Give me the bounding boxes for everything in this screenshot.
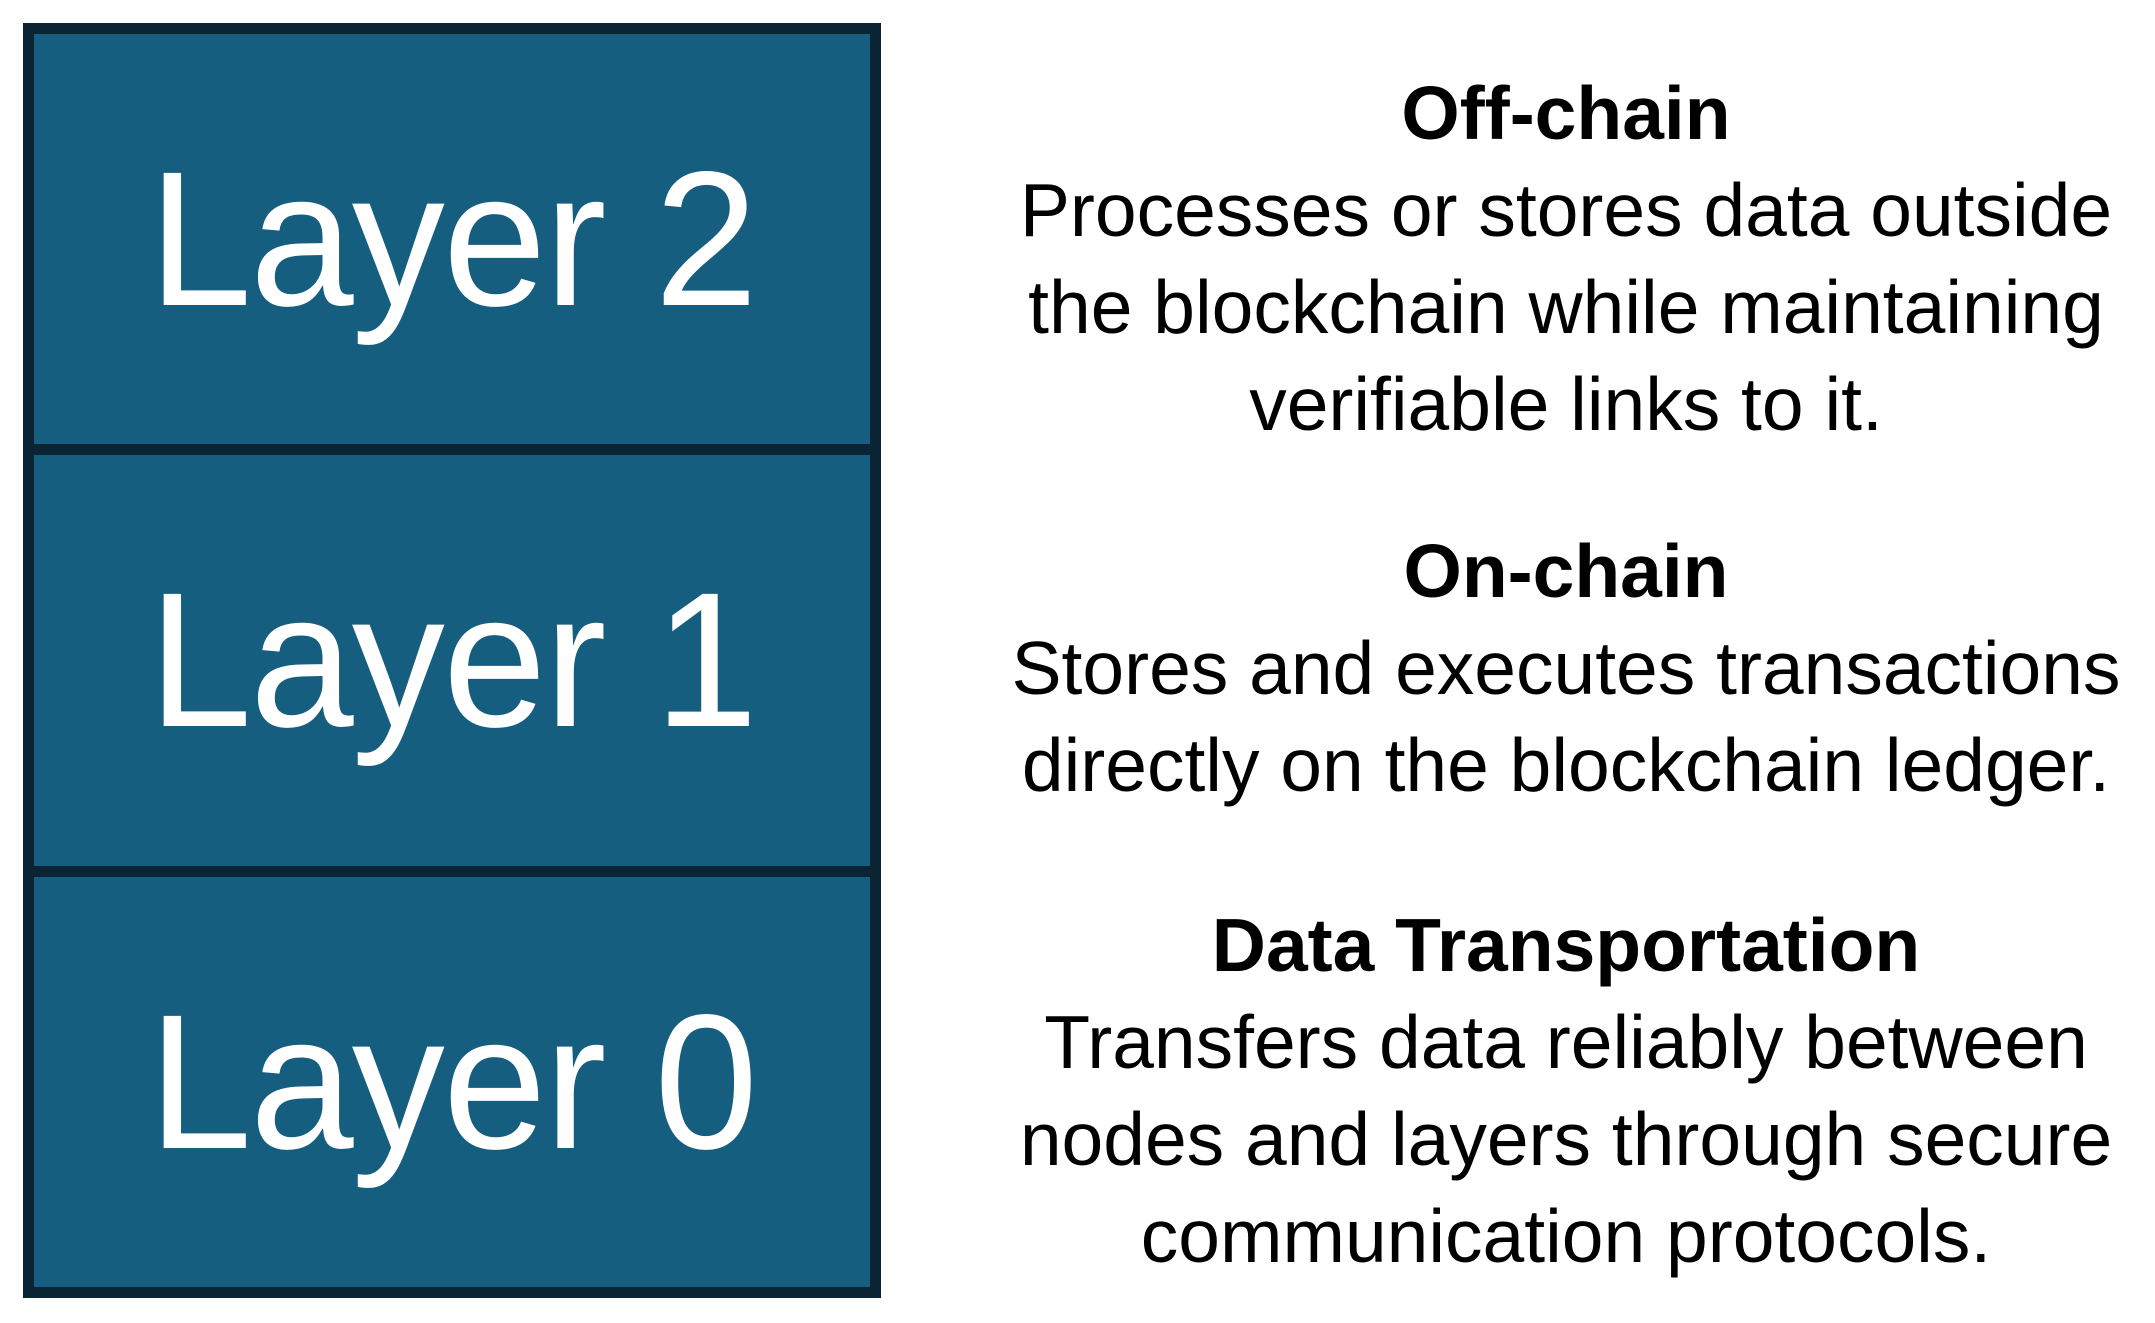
layer-1-label: Layer 1: [148, 552, 758, 768]
data-transportation-title: Data Transportation: [1211, 903, 1921, 987]
on-chain-section: On-chain Stores and executes transaction…: [977, 523, 2155, 814]
off-chain-title: Off-chain: [1401, 71, 1731, 155]
data-transportation-line-2: nodes and layers through secure: [1019, 1097, 2113, 1181]
layer-0-label: Layer 0: [148, 973, 758, 1189]
off-chain-line-1: Processes or stores data outside: [1019, 168, 2113, 252]
layer-1-box: Layer 1: [34, 455, 870, 866]
on-chain-line-1: Stores and executes transactions: [1011, 626, 2121, 710]
off-chain-section: Off-chain Processes or stores data outsi…: [977, 65, 2155, 453]
off-chain-line-2: the blockchain while maintaining: [1028, 265, 2104, 349]
layer-stack: Layer 2 Layer 1 Layer 0: [23, 23, 881, 1298]
layer-2-label: Layer 2: [148, 131, 758, 347]
layer-descriptions: Off-chain Processes or stores data outsi…: [977, 0, 2155, 1285]
data-transportation-line-3: communication protocols.: [1140, 1194, 1992, 1278]
on-chain-title: On-chain: [1403, 529, 1729, 613]
on-chain-line-2: directly on the blockchain ledger.: [1021, 723, 2111, 807]
data-transportation-line-1: Transfers data reliably between: [1044, 1000, 2088, 1084]
off-chain-line-3: verifiable links to it.: [1249, 362, 1883, 446]
layer-2-box: Layer 2: [34, 34, 870, 445]
data-transportation-section: Data Transportation Transfers data relia…: [977, 897, 2155, 1285]
layer-0-box: Layer 0: [34, 876, 870, 1287]
